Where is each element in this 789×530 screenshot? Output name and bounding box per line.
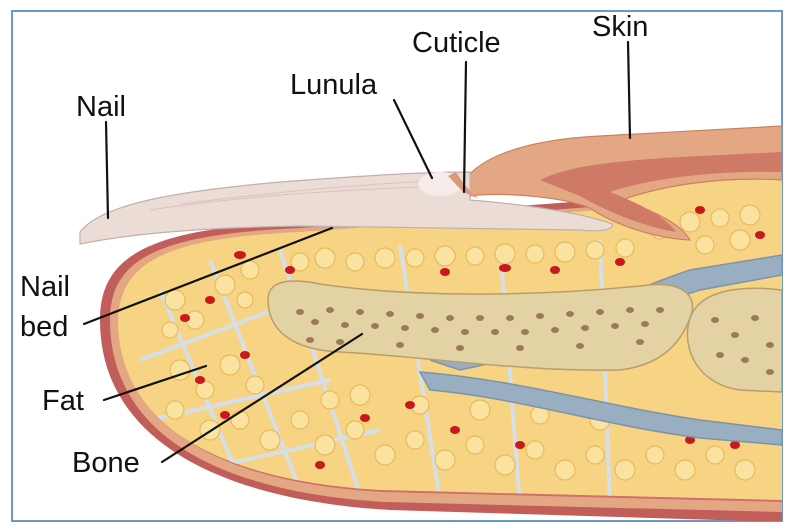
label-nail-bed-line1: Nail [20, 271, 70, 303]
label-fat: Fat [42, 385, 84, 417]
label-cuticle: Cuticle [412, 27, 501, 59]
label-nail: Nail [76, 91, 126, 123]
label-nail-bed-line2: bed [20, 311, 68, 343]
label-bone: Bone [72, 447, 140, 479]
label-lunula: Lunula [290, 69, 378, 101]
label-skin: Skin [592, 11, 648, 43]
